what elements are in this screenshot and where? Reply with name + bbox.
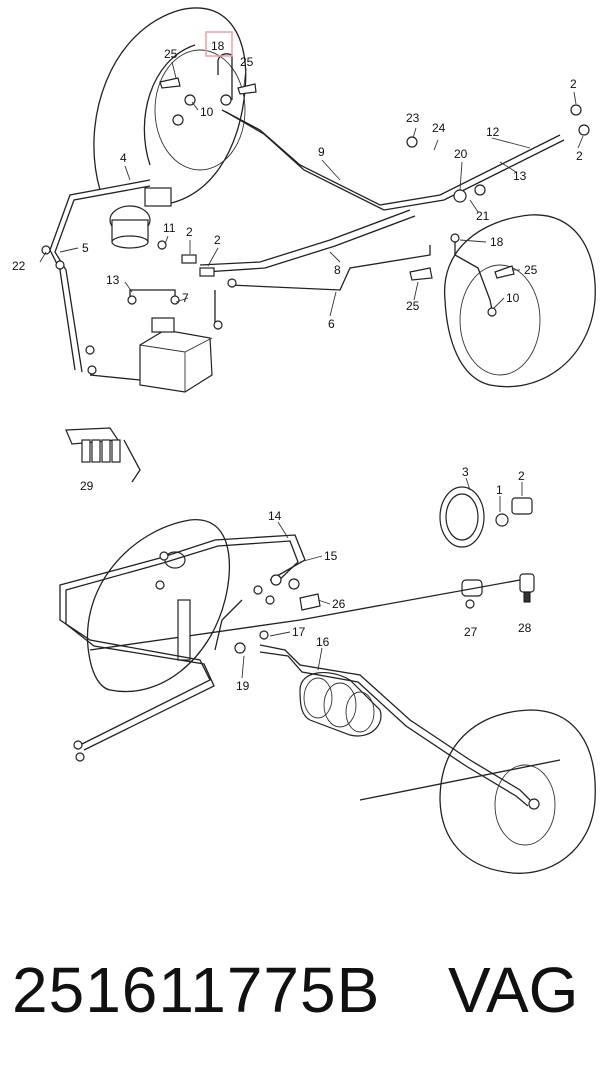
callout-25: 25 (164, 47, 178, 61)
callout-labels: 18 25 25 10 2 2 23 24 12 13 9 20 21 4 11… (12, 39, 583, 693)
brake-lines-bottom (59, 534, 531, 807)
callout-28: 28 (518, 621, 532, 635)
callout-21: 21 (476, 209, 490, 223)
callout-7: 7 (182, 291, 189, 305)
callout-2: 2 (186, 225, 193, 239)
callout-2: 2 (570, 77, 577, 91)
front-right-wheel (443, 214, 596, 388)
callout-25: 25 (406, 299, 420, 313)
callout-13: 13 (106, 273, 120, 287)
callout-8: 8 (334, 263, 341, 277)
callout-2: 2 (518, 469, 525, 483)
control-unit (139, 317, 213, 393)
front-left-wheel (93, 7, 247, 206)
parts-small-right (439, 477, 535, 609)
callout-9: 9 (318, 145, 325, 159)
callout-12: 12 (486, 125, 500, 139)
rear-left-wheel (86, 519, 231, 693)
callout-20: 20 (454, 147, 468, 161)
callout-6: 6 (328, 317, 335, 331)
callout-14: 14 (268, 509, 282, 523)
callout-23: 23 (406, 111, 420, 125)
callout-2: 2 (576, 149, 583, 163)
brand-label: VAG (448, 954, 579, 1026)
callout-3: 3 (462, 465, 469, 479)
clip-29 (65, 427, 141, 483)
leader-lines-top (39, 61, 584, 317)
callout-5: 5 (82, 241, 89, 255)
callout-1: 1 (496, 483, 503, 497)
callout-2: 2 (214, 233, 221, 247)
callout-19: 19 (236, 679, 250, 693)
callout-18: 18 (211, 39, 225, 53)
callout-17: 17 (292, 625, 306, 639)
brake-line-diagram: 18 25 25 10 2 2 23 24 12 13 9 20 21 4 11… (12, 7, 596, 874)
callout-22: 22 (12, 259, 26, 273)
callout-4: 4 (120, 151, 127, 165)
highlight-box (205, 31, 233, 57)
callout-10: 10 (506, 291, 520, 305)
callout-11: 11 (163, 221, 176, 235)
callout-25: 25 (524, 263, 538, 277)
fittings-top (41, 77, 590, 375)
callout-13: 13 (513, 169, 527, 183)
callout-27: 27 (464, 625, 478, 639)
callout-26: 26 (332, 597, 346, 611)
brake-booster (109, 187, 172, 249)
callout-10: 10 (200, 105, 214, 119)
brake-lines-top (49, 53, 565, 381)
callout-15: 15 (324, 549, 338, 563)
rear-right-wheel (439, 709, 596, 874)
footer: 251611775B VAG (0, 935, 600, 1055)
callout-25: 25 (240, 55, 254, 69)
callout-24: 24 (432, 121, 446, 135)
callout-29: 29 (80, 479, 94, 493)
callout-18: 18 (490, 235, 504, 249)
rear-axle (89, 551, 561, 801)
callout-16: 16 (316, 635, 330, 649)
leader-lines-bottom (241, 521, 331, 679)
part-number: 251611775B (12, 954, 381, 1026)
fittings-bottom (73, 551, 540, 810)
